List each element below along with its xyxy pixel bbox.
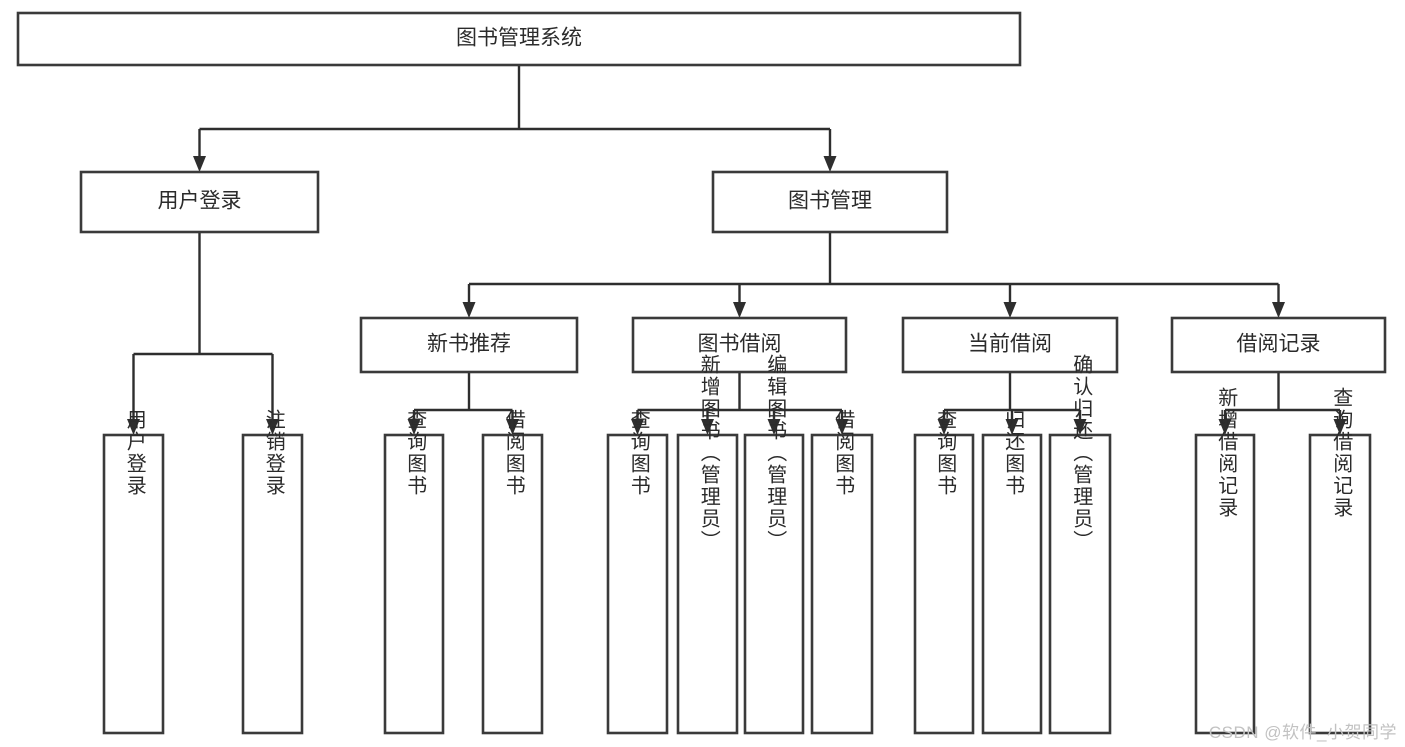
node-leaf-borrow-book-1[interactable]: 借阅图书 (481, 409, 544, 735)
arrow-head-icon (631, 419, 644, 435)
connector-group-new-book-rec (407, 372, 519, 435)
node-box (481, 433, 544, 735)
arrow-head-icon (1333, 419, 1347, 435)
node-leaf-return-book[interactable]: 归还图书 (981, 409, 1043, 735)
node-leaf-edit-book[interactable]: 编辑图书（管理员） (743, 354, 805, 735)
arrow-head-icon (733, 302, 746, 318)
node-box (1308, 433, 1372, 735)
node-label: 新增借阅记录 (1215, 387, 1238, 519)
node-box (359, 316, 579, 374)
node-leaf-query-book-2[interactable]: 查询图书 (606, 409, 669, 735)
node-leaf-query-book-1[interactable]: 查询图书 (383, 409, 445, 735)
node-layer: 图书管理系统用户登录图书管理新书推荐图书借阅当前借阅借阅记录用户登录注销登录查询… (16, 11, 1387, 735)
node-label: 借阅图书 (502, 409, 525, 497)
arrow-head-icon (1073, 419, 1087, 435)
node-label: 当前借阅 (968, 333, 1052, 356)
node-label: 查询借阅记录 (1330, 387, 1353, 519)
node-leaf-query-record[interactable]: 查询借阅记录 (1308, 387, 1372, 735)
node-box (79, 170, 320, 234)
node-leaf-borrow-book-2[interactable]: 借阅图书 (810, 409, 874, 735)
node-label: 借阅图书 (832, 409, 855, 497)
node-box (1048, 433, 1112, 735)
arrow-head-icon (1005, 419, 1019, 435)
arrow-head-icon (462, 302, 476, 318)
node-borrow-record[interactable]: 借阅记录 (1170, 316, 1387, 374)
arrow-head-icon (127, 419, 140, 435)
node-user-login[interactable]: 用户登录 (79, 170, 320, 234)
node-box (631, 316, 848, 374)
arrow-head-icon (266, 419, 279, 435)
node-label: 查询图书 (934, 409, 957, 497)
arrow-head-icon (506, 419, 519, 435)
node-label: 图书管理 (788, 190, 872, 213)
node-label: 查询图书 (404, 409, 427, 497)
node-box (1170, 316, 1387, 374)
node-box (606, 433, 669, 735)
node-label: 新增图书（管理员） (697, 354, 720, 552)
node-book-borrow[interactable]: 图书借阅 (631, 316, 848, 374)
connector-layer (127, 65, 1347, 435)
node-label: 图书管理系统 (456, 27, 582, 50)
connector-group-current-borrow (937, 372, 1087, 435)
node-current-borrow[interactable]: 当前借阅 (901, 316, 1119, 374)
node-box (383, 433, 445, 735)
node-leaf-add-book[interactable]: 新增图书（管理员） (676, 354, 739, 735)
connector-group-root (193, 65, 837, 172)
node-label: 注销登录 (262, 409, 285, 497)
arrow-head-icon (1272, 302, 1285, 318)
node-root[interactable]: 图书管理系统 (16, 11, 1022, 67)
arrow-head-icon (835, 419, 849, 435)
connector-group-user-login (127, 232, 279, 435)
arrow-head-icon (407, 419, 421, 435)
node-label: 图书借阅 (698, 333, 782, 356)
node-box (743, 433, 805, 735)
arrow-head-icon (937, 419, 951, 435)
node-box (810, 433, 874, 735)
connector-group-book-manage (462, 232, 1285, 318)
node-leaf-query-book-3[interactable]: 查询图书 (913, 409, 975, 735)
node-box (16, 11, 1022, 67)
node-label: 新书推荐 (427, 333, 511, 356)
arrow-head-icon (1003, 302, 1017, 318)
node-box (901, 316, 1119, 374)
node-box (1194, 433, 1256, 735)
node-label: 编辑图书（管理员） (764, 354, 787, 552)
arrow-head-icon (1218, 419, 1232, 435)
node-leaf-add-record[interactable]: 新增借阅记录 (1194, 387, 1256, 735)
node-box (241, 433, 304, 735)
node-label: 用户登录 (123, 409, 146, 497)
node-box (913, 433, 975, 735)
watermark: CSDN @软件_小贺同学 (1208, 723, 1397, 742)
node-box (676, 433, 739, 735)
node-label: 确认归还（管理员） (1070, 354, 1093, 552)
node-label: 查询图书 (627, 409, 650, 497)
node-book-manage[interactable]: 图书管理 (711, 170, 949, 234)
arrow-head-icon (701, 419, 714, 435)
node-box (711, 170, 949, 234)
node-box (102, 433, 165, 735)
node-label: 用户登录 (158, 190, 242, 213)
connector-group-book-borrow (631, 372, 849, 435)
connector-group-borrow-record (1218, 372, 1347, 435)
node-box (981, 433, 1043, 735)
node-new-book-rec[interactable]: 新书推荐 (359, 316, 579, 374)
arrow-head-icon (767, 419, 781, 435)
arrow-head-icon (193, 156, 206, 172)
node-leaf-logout[interactable]: 注销登录 (241, 409, 304, 735)
arrow-head-icon (823, 156, 837, 172)
node-leaf-user-login[interactable]: 用户登录 (102, 409, 165, 735)
node-label: 借阅记录 (1237, 333, 1321, 356)
node-label: 归还图书 (1002, 409, 1025, 497)
node-leaf-confirm-return[interactable]: 确认归还（管理员） (1048, 354, 1112, 735)
